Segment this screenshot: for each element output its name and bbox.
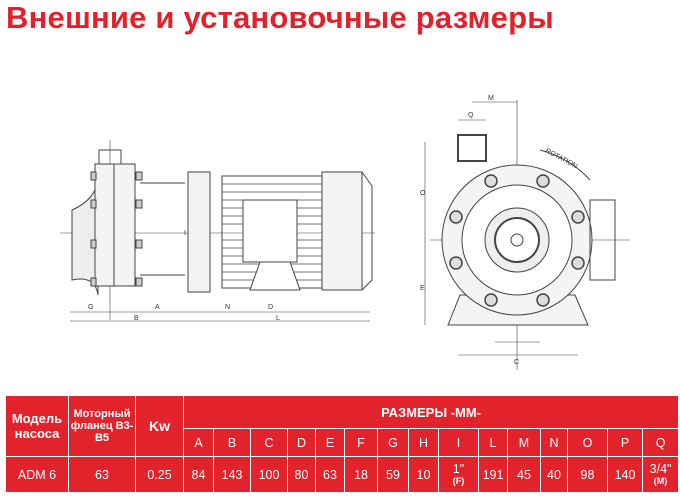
label-e: E [420, 285, 425, 292]
cell-model: ADM 6 [5, 456, 69, 493]
cell-h: 10 [408, 456, 439, 493]
dim-header: C [250, 428, 288, 457]
cell-p: 140 [607, 456, 643, 493]
cell-a: 84 [183, 456, 214, 493]
dim-header: E [315, 428, 345, 457]
cell-m: 45 [507, 456, 541, 493]
dim-header: N [540, 428, 568, 457]
cell-i-note: (F) [452, 476, 465, 486]
dim-header: H [408, 428, 439, 457]
label-d: D [268, 304, 273, 311]
dim-header: G [377, 428, 409, 457]
cell-e: 63 [315, 456, 345, 493]
front-view-drawing [424, 100, 630, 370]
label-c: C [514, 359, 519, 366]
cell-l: 191 [478, 456, 508, 493]
dim-header: L [478, 428, 508, 457]
label-rotation: ROTATION [544, 148, 578, 171]
label-a: A [155, 304, 160, 311]
cell-o: 98 [567, 456, 608, 493]
cell-q: 3/4"(M) [641, 456, 680, 493]
cell-i-value: 1" [452, 462, 465, 476]
cell-c: 100 [250, 456, 288, 493]
page-title: Внешние и установочные размеры [6, 0, 554, 35]
dim-header: P [607, 428, 643, 457]
side-view-drawing [60, 140, 375, 322]
header-kw: Kw [135, 395, 184, 457]
label-i: I [184, 230, 186, 237]
cell-i: 1"(F) [438, 456, 479, 493]
cell-n: 40 [540, 456, 568, 493]
label-n: N [225, 304, 230, 311]
dim-header: O [567, 428, 608, 457]
cell-d: 80 [287, 456, 316, 493]
label-g: G [88, 304, 93, 311]
cell-q-note: (M) [653, 476, 668, 486]
pump-dimension-drawings: G A B I N D L M Q O E C ROTATION [60, 95, 630, 370]
dim-header: D [287, 428, 316, 457]
header-model: Модель насоса [5, 395, 69, 457]
label-l: L [276, 315, 280, 322]
label-q: Q [468, 112, 474, 119]
dim-header: A [183, 428, 214, 457]
dim-header: F [344, 428, 378, 457]
cell-f: 18 [344, 456, 378, 493]
dim-header: B [213, 428, 251, 457]
label-o: O [420, 190, 426, 197]
cell-q-value: 3/4" [649, 462, 672, 476]
dimensions-table: Модель насоса Моторный фланец B3-B5 Kw Р… [5, 395, 680, 493]
table-row: ADM 6 63 0.25 84 143 100 80 63 18 59 10 … [5, 456, 680, 493]
dim-header: M [507, 428, 541, 457]
label-b: B [134, 315, 139, 322]
cell-g: 59 [377, 456, 409, 493]
header-flange: Моторный фланец B3-B5 [68, 395, 136, 457]
label-m: M [488, 95, 494, 102]
header-dimensions: РАЗМЕРЫ -MM- [182, 395, 680, 429]
cell-kw: 0.25 [135, 456, 184, 493]
cell-b: 143 [213, 456, 251, 493]
dim-header: I [438, 428, 479, 457]
dim-header: Q [641, 428, 680, 457]
cell-flange: 63 [68, 456, 136, 493]
